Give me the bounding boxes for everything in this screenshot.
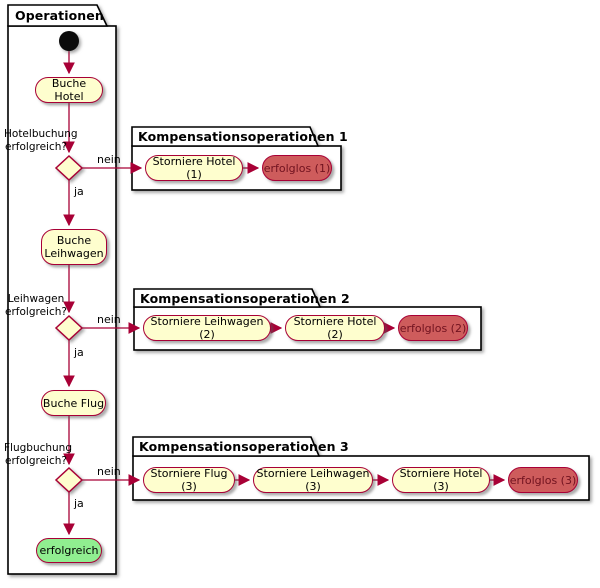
activity-buche-hotel: Buche Hotel (35, 77, 103, 103)
partition-operationen-title: Operationen (15, 8, 104, 23)
question-flugbuchung: Flugbuchung erfolgreich? (4, 442, 72, 467)
decision-hotel-diamond-icon (54, 154, 84, 182)
question-leihwagen: Leihwagen erfolgreich? (5, 293, 67, 318)
edge-label-nein-3: nein (97, 465, 121, 478)
edge-label-nein-2: nein (97, 313, 121, 326)
partition-kompensation-1-title: Kompensationsoperationen 1 (138, 129, 348, 144)
activity-storniere-hotel-1: Storniere Hotel (1) (145, 155, 243, 181)
activity-storniere-leihwagen-3: Storniere Leihwagen (3) (253, 467, 373, 493)
activity-storniere-flug-3: Storniere Flug (3) (143, 467, 235, 493)
activity-buche-flug: Buche Flug (41, 390, 106, 416)
decision-leihwagen-diamond-icon (54, 314, 84, 342)
activity-buche-leihwagen: Buche Leihwagen (41, 229, 107, 265)
activity-storniere-hotel-2: Storniere Hotel (2) (285, 315, 385, 341)
activity-storniere-hotel-3: Storniere Hotel (3) (392, 467, 490, 493)
edge-label-ja-2: ja (74, 346, 84, 359)
flow-arrows (63, 51, 506, 536)
decision-flug-diamond-icon (54, 466, 84, 494)
edge-label-nein-1: nein (97, 153, 121, 166)
edge-label-ja-3: ja (74, 497, 84, 510)
start-node-icon (59, 31, 79, 51)
partition-kompensation-3-title: Kompensationsoperationen 3 (139, 439, 349, 454)
terminal-erfolglos-3: erfolglos (3) (508, 467, 578, 493)
question-hotelbuchung: Hotelbuchung erfolgreich? (4, 128, 78, 153)
terminal-erfolglos-2: erfolglos (2) (398, 315, 468, 341)
edge-label-ja-1: ja (74, 185, 84, 198)
terminal-erfolglos-1: erfolglos (1) (262, 155, 332, 181)
activity-storniere-leihwagen-2: Storniere Leihwagen (2) (143, 315, 271, 341)
partition-kompensation-2-title: Kompensationsoperationen 2 (140, 291, 350, 306)
final-node-erfolgreich: erfolgreich (36, 538, 102, 563)
